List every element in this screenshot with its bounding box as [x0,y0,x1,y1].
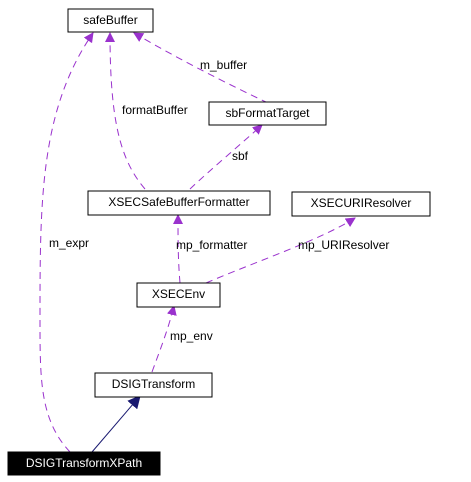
edge-label-format-buffer: formatBuffer [122,103,188,117]
node-sbformattarget[interactable]: sbFormatTarget [208,101,327,126]
node-dsigtransformxpath[interactable]: DSIGTransformXPath [7,451,161,476]
edge-inherit [91,395,141,453]
node-label-dsigtransformxpath: DSIGTransformXPath [26,456,142,470]
node-dsigtransform[interactable]: DSIGTransform [94,372,213,398]
edge-mp-env [151,305,177,373]
node-label-xsecsafebufferformatter: XSECSafeBufferFormatter [108,195,249,209]
edge-format-buffer [105,32,146,190]
node-safebuffer[interactable]: safeBuffer [67,8,154,33]
edge-mp-uriresolver [205,217,356,284]
edge-label-m-expr: m_expr [49,236,89,250]
node-label-xsecuriresolver: XSECURIResolver [311,196,412,210]
node-label-sbformattarget: sbFormatTarget [225,106,310,120]
edge-m-expr [39,32,94,453]
edge-m-buffer [133,32,269,104]
edge-label-sbf: sbf [232,149,249,163]
node-label-xsecenv: XSECEnv [152,287,205,301]
node-xsecsafebufferformatter[interactable]: XSECSafeBufferFormatter [87,190,271,216]
edge-mp-formatter [173,214,184,284]
node-label-safebuffer: safeBuffer [83,13,137,27]
edge-sbf [189,124,263,190]
edge-label-mp-env: mp_env [170,329,213,343]
node-xsecenv[interactable]: XSECEnv [136,282,221,308]
node-xsecuriresolver[interactable]: XSECURIResolver [291,191,431,217]
node-label-dsigtransform: DSIGTransform [112,377,196,391]
edge-label-mp-formatter: mp_formatter [176,238,247,252]
edge-label-mp-uriresolver: mp_URIResolver [298,238,389,252]
edge-label-m-buffer: m_buffer [200,58,247,72]
